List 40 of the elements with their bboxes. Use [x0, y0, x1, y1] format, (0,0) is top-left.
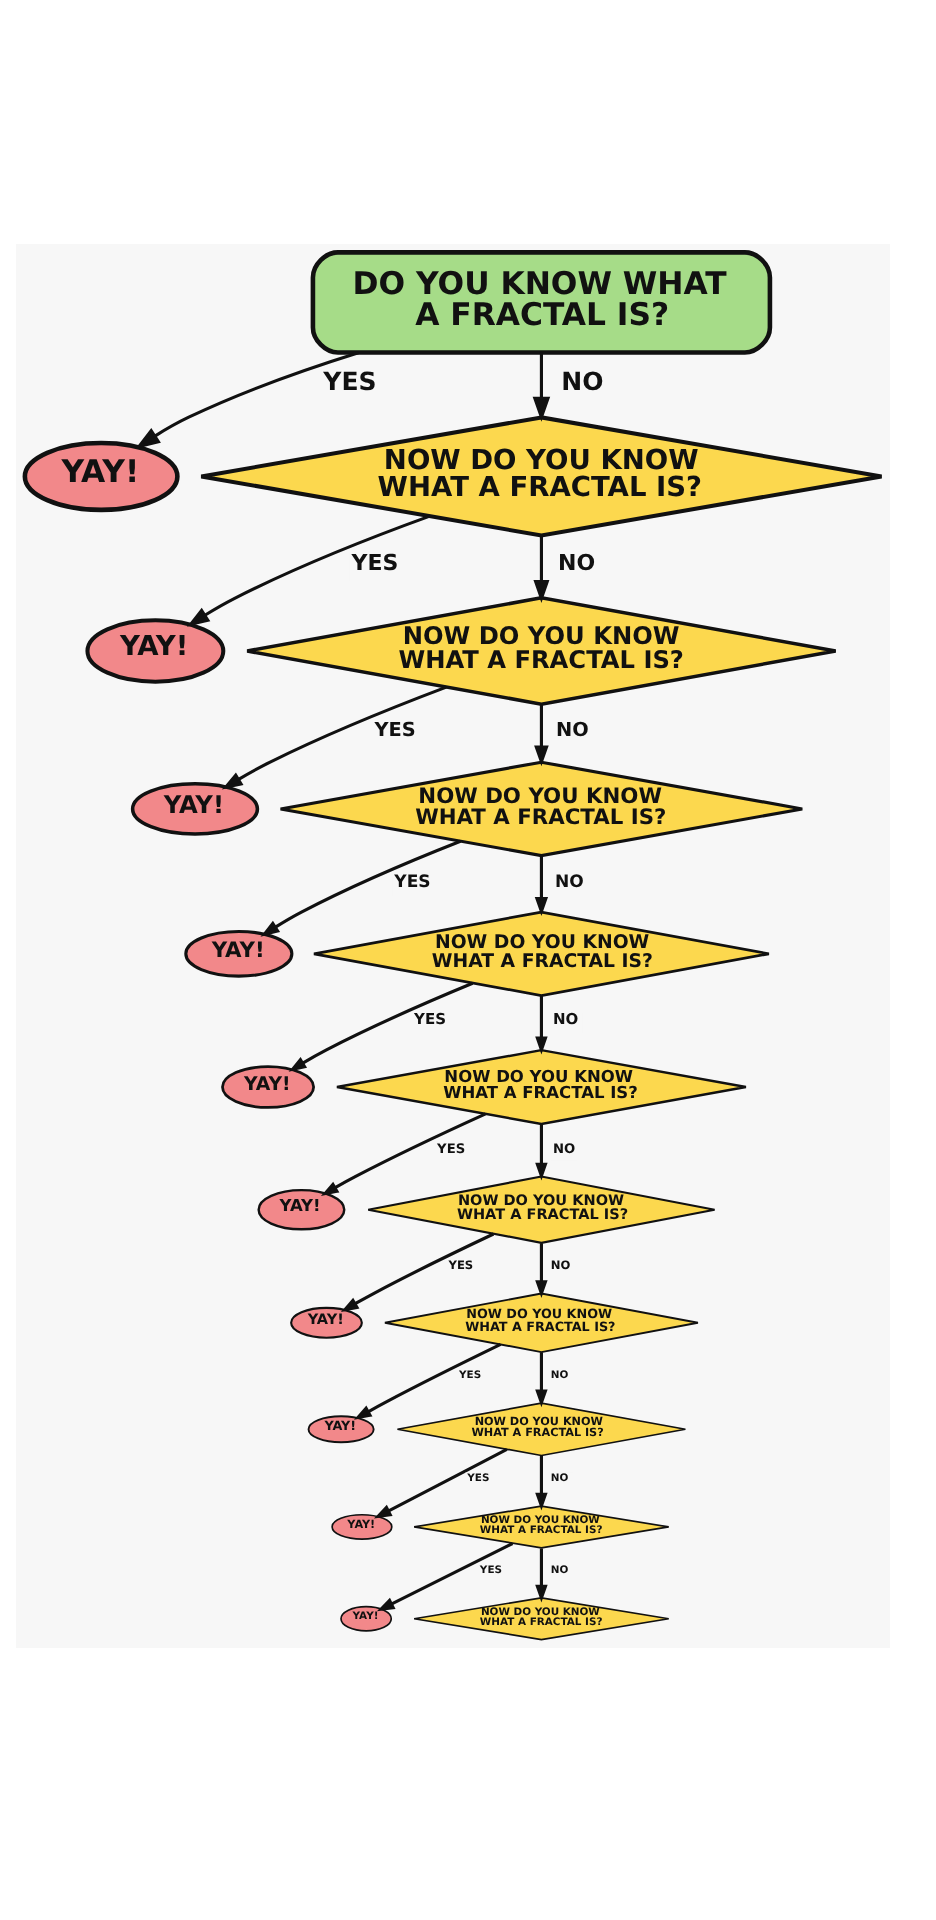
arrow — [340, 1231, 495, 1311]
arrow — [376, 1541, 514, 1611]
node-box: DO YOU KNOW WHAT A FRACTAL IS? — [310, 249, 773, 354]
arrow — [533, 535, 550, 602]
arrow — [535, 1547, 548, 1602]
arrow — [535, 1351, 548, 1407]
node-diamond: NOW DO YOU KNOW WHAT A FRACTAL IS? — [245, 595, 838, 705]
node-ellipse: YAY! — [130, 781, 260, 835]
node-diamond: NOW DO YOU KNOW WHAT A FRACTAL IS? — [279, 759, 804, 857]
arrow — [534, 703, 549, 766]
edge-label: NO — [554, 872, 584, 893]
edge-label: NO — [561, 365, 604, 396]
arrow — [221, 684, 447, 789]
node-diamond: NOW DO YOU KNOW WHAT A FRACTAL IS? — [335, 1047, 748, 1125]
arrow — [373, 1447, 508, 1518]
edge-label: YES — [323, 365, 377, 396]
arrow — [535, 1123, 548, 1180]
node-ellipse: YAY! — [22, 439, 180, 512]
arrow — [535, 1454, 548, 1510]
arrow — [320, 1111, 487, 1195]
edge-label: YES — [374, 718, 416, 741]
arrow — [534, 855, 549, 915]
node-ellipse: YAY! — [184, 928, 294, 977]
edge-label: YES — [394, 872, 431, 893]
arrow — [288, 980, 474, 1071]
node-diamond: NOW DO YOU KNOW WHAT A FRACTAL IS? — [312, 909, 771, 996]
edge-label: NO — [556, 718, 589, 741]
node-ellipse: YAY! — [221, 1064, 315, 1108]
arrow — [353, 1342, 502, 1419]
node-ellipse: YAY! — [257, 1187, 346, 1230]
arrow — [186, 513, 431, 626]
edge-label: YES — [351, 549, 399, 576]
arrow — [532, 351, 551, 421]
node-diamond: NOW DO YOU KNOW WHAT A FRACTAL IS? — [199, 414, 884, 537]
arrow — [535, 995, 548, 1054]
edge-label: NO — [558, 549, 596, 576]
node-ellipse: YAY! — [85, 617, 226, 683]
arrow — [135, 350, 359, 448]
arrow — [535, 1242, 548, 1298]
arrow — [260, 838, 462, 936]
